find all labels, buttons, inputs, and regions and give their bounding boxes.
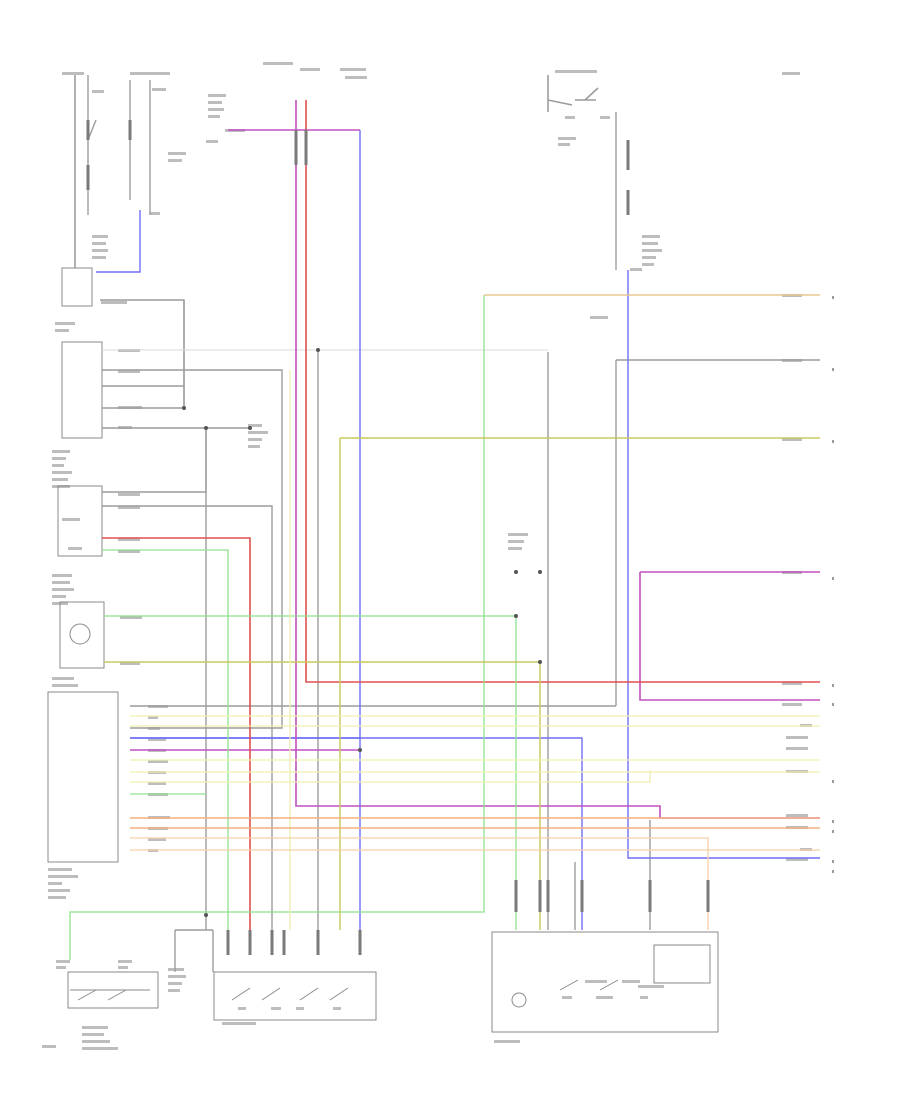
module-box (47, 691, 119, 863)
bottom-switch-right (491, 931, 719, 1033)
bottom-switch-left (67, 971, 159, 1009)
wires-yellow (130, 370, 820, 930)
switch-symbols (70, 979, 619, 1001)
junction-dots (182, 348, 542, 917)
ignition-switch (547, 75, 599, 112)
relay-center (653, 944, 711, 984)
switch-assembly-left (61, 341, 103, 439)
bottom-motor (511, 992, 527, 1008)
wires-gray (87, 75, 820, 972)
unreadable-labels (42, 62, 812, 1050)
wires-olive (104, 437, 820, 930)
wires-orange (130, 817, 820, 829)
wires-red (102, 100, 820, 930)
sensor-box-2 (59, 601, 105, 669)
fuse-block (61, 267, 93, 307)
connector-pins (86, 120, 710, 955)
sensor-element (69, 623, 91, 645)
wires-violet (130, 100, 820, 819)
sensor-box (57, 485, 103, 557)
component-outlines (47, 75, 719, 1033)
bottom-switch-center (213, 971, 377, 1021)
wires-peach (130, 837, 820, 930)
wires-green (69, 295, 517, 960)
wires-blue (96, 130, 820, 930)
right-edge-markers (832, 296, 834, 873)
